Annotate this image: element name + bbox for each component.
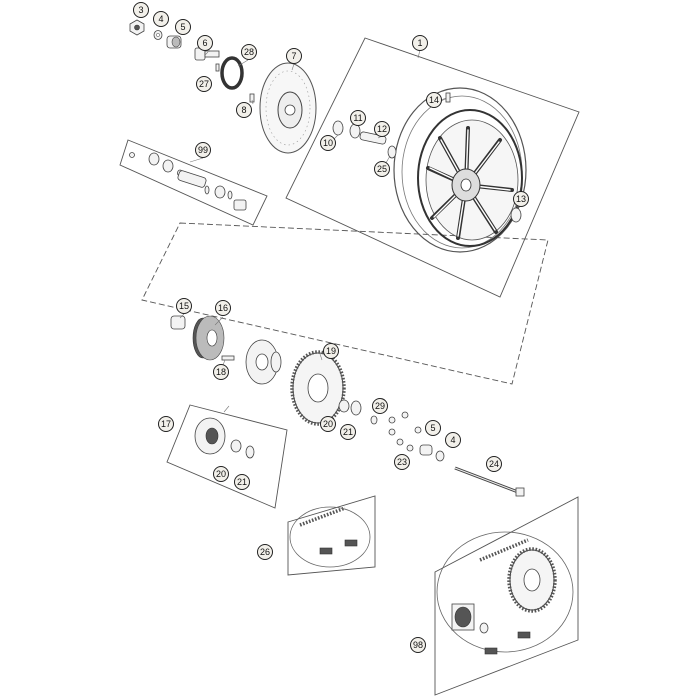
sprocket-carrier-part xyxy=(245,339,282,385)
callout-18: 18 xyxy=(213,364,229,380)
drive-kit-frame xyxy=(434,496,579,696)
svg-text:98: 98 xyxy=(413,640,423,650)
svg-text:27: 27 xyxy=(199,79,209,89)
spacer-washer-parts xyxy=(419,444,445,462)
svg-text:5: 5 xyxy=(430,423,435,433)
svg-text:11: 11 xyxy=(353,113,362,123)
svg-text:28: 28 xyxy=(244,47,254,57)
hub-bearing-parts xyxy=(338,399,378,425)
bolt-part xyxy=(194,47,220,61)
chain-kit-frame xyxy=(287,495,376,576)
callout-98: 98 xyxy=(410,637,426,653)
svg-text:4: 4 xyxy=(158,14,163,24)
callout-6: 6 xyxy=(197,35,213,51)
svg-text:23: 23 xyxy=(397,457,407,467)
bearing-kit-frame xyxy=(119,139,268,226)
svg-text:1: 1 xyxy=(417,38,422,48)
hub-part xyxy=(194,417,255,459)
rear-sprocket-part xyxy=(290,350,346,426)
callout-19: 19 xyxy=(323,343,339,359)
callout-11: 11 xyxy=(350,110,366,126)
callout-28: 28 xyxy=(241,44,257,60)
callout-20-lower: 20 xyxy=(213,466,229,482)
svg-text:21: 21 xyxy=(237,477,247,487)
callout-4: 4 xyxy=(153,11,169,27)
rubber-damper-part xyxy=(170,315,235,361)
axle-part xyxy=(454,466,525,497)
callout-10: 10 xyxy=(320,135,336,151)
svg-text:5: 5 xyxy=(180,22,185,32)
callout-1: 1 xyxy=(412,35,428,51)
hub-subassembly-frame xyxy=(166,404,288,509)
svg-text:21: 21 xyxy=(343,427,353,437)
wheel-assembly-frame xyxy=(285,37,580,298)
callout-8: 8 xyxy=(236,102,252,118)
svg-text:13: 13 xyxy=(516,194,526,204)
svg-text:7: 7 xyxy=(291,51,296,61)
drive-kit-parts xyxy=(436,531,574,655)
svg-text:25: 25 xyxy=(377,164,387,174)
callout-17: 17 xyxy=(158,416,174,432)
callout-12: 12 xyxy=(374,121,390,137)
callout-16: 16 xyxy=(215,300,231,316)
screw-part xyxy=(215,63,255,103)
wheel-rim-part xyxy=(393,87,527,253)
brake-disc-part xyxy=(259,62,317,154)
callout-13: 13 xyxy=(513,191,529,207)
callout-21-upper: 21 xyxy=(340,424,356,440)
callout-24: 24 xyxy=(486,456,502,472)
callout-4-lower: 4 xyxy=(445,432,461,448)
brake-ring-part xyxy=(220,56,244,90)
washer-part xyxy=(153,30,163,40)
callout-5: 5 xyxy=(175,19,191,35)
svg-text:8: 8 xyxy=(241,105,246,115)
svg-text:24: 24 xyxy=(489,459,499,469)
callout-99: 99 xyxy=(195,142,211,158)
svg-text:17: 17 xyxy=(161,419,171,429)
hub-assembly-dashed-frame xyxy=(141,222,549,385)
svg-text:15: 15 xyxy=(179,301,189,311)
sprocket-nuts-part xyxy=(388,411,422,452)
svg-text:26: 26 xyxy=(260,547,270,557)
wheel-bearing-parts xyxy=(332,120,522,223)
svg-text:18: 18 xyxy=(216,367,226,377)
svg-text:6: 6 xyxy=(202,38,207,48)
callout-15: 15 xyxy=(176,298,192,314)
nut-part xyxy=(129,19,145,36)
callout-23: 23 xyxy=(394,454,410,470)
callout-29: 29 xyxy=(372,398,388,414)
callout-27: 27 xyxy=(196,76,212,92)
svg-text:20: 20 xyxy=(323,419,333,429)
callout-20-upper: 20 xyxy=(320,416,336,432)
callout-5-lower: 5 xyxy=(425,420,441,436)
callout-14: 14 xyxy=(426,92,442,108)
callout-26: 26 xyxy=(257,544,273,560)
valve-part xyxy=(445,92,451,103)
svg-text:14: 14 xyxy=(429,95,439,105)
chain-part xyxy=(289,506,371,568)
callout-25: 25 xyxy=(374,161,390,177)
svg-text:29: 29 xyxy=(375,401,385,411)
svg-text:10: 10 xyxy=(323,138,333,148)
callout-7: 7 xyxy=(286,48,302,64)
svg-text:3: 3 xyxy=(138,5,143,15)
svg-text:19: 19 xyxy=(326,346,336,356)
svg-text:16: 16 xyxy=(218,303,228,313)
svg-text:4: 4 xyxy=(450,435,455,445)
svg-text:12: 12 xyxy=(377,124,387,134)
callout-3: 3 xyxy=(133,2,149,18)
callout-21-lower: 21 xyxy=(234,474,250,490)
svg-text:99: 99 xyxy=(198,145,208,155)
spacer-part xyxy=(166,35,182,49)
bearing-kit-parts xyxy=(129,152,247,211)
svg-text:20: 20 xyxy=(216,469,226,479)
